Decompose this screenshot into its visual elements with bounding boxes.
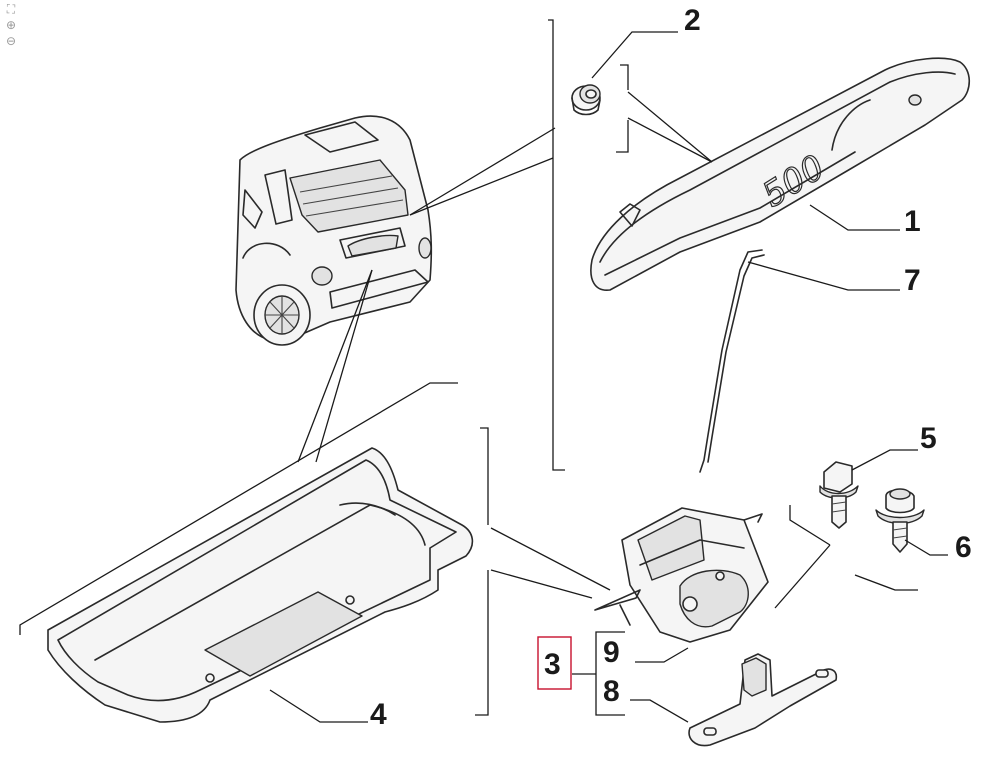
part-5-bolt xyxy=(819,461,859,529)
car-illustration xyxy=(235,115,433,346)
part-4-tray xyxy=(47,447,474,723)
callout-9[interactable]: 9 xyxy=(603,636,620,669)
callout-8[interactable]: 8 xyxy=(603,675,620,708)
part-7-rod xyxy=(699,249,765,473)
callout-2[interactable]: 2 xyxy=(684,4,701,37)
callout-3[interactable]: 3 xyxy=(544,648,561,681)
section-frames xyxy=(19,19,918,716)
part-1-handle: 500 xyxy=(590,57,971,291)
callout-7[interactable]: 7 xyxy=(904,264,921,297)
zoom-out-icon[interactable]: ⊖ xyxy=(5,34,17,48)
callout-3-highlight xyxy=(537,636,572,690)
part-9-lock xyxy=(594,507,769,643)
callout-6[interactable]: 6 xyxy=(955,531,972,564)
part-8-striker xyxy=(688,653,838,747)
zoom-toolbar: ⛶ ⊕ ⊖ xyxy=(2,1,22,49)
callout-1[interactable]: 1 xyxy=(904,205,921,238)
callout-4[interactable]: 4 xyxy=(370,698,387,731)
fit-icon[interactable]: ⛶ xyxy=(6,2,16,16)
part-2-grommet xyxy=(571,84,601,116)
part-6-screw xyxy=(875,488,925,553)
zoom-in-icon[interactable]: ⊕ xyxy=(5,18,17,32)
callout-5[interactable]: 5 xyxy=(920,422,937,455)
